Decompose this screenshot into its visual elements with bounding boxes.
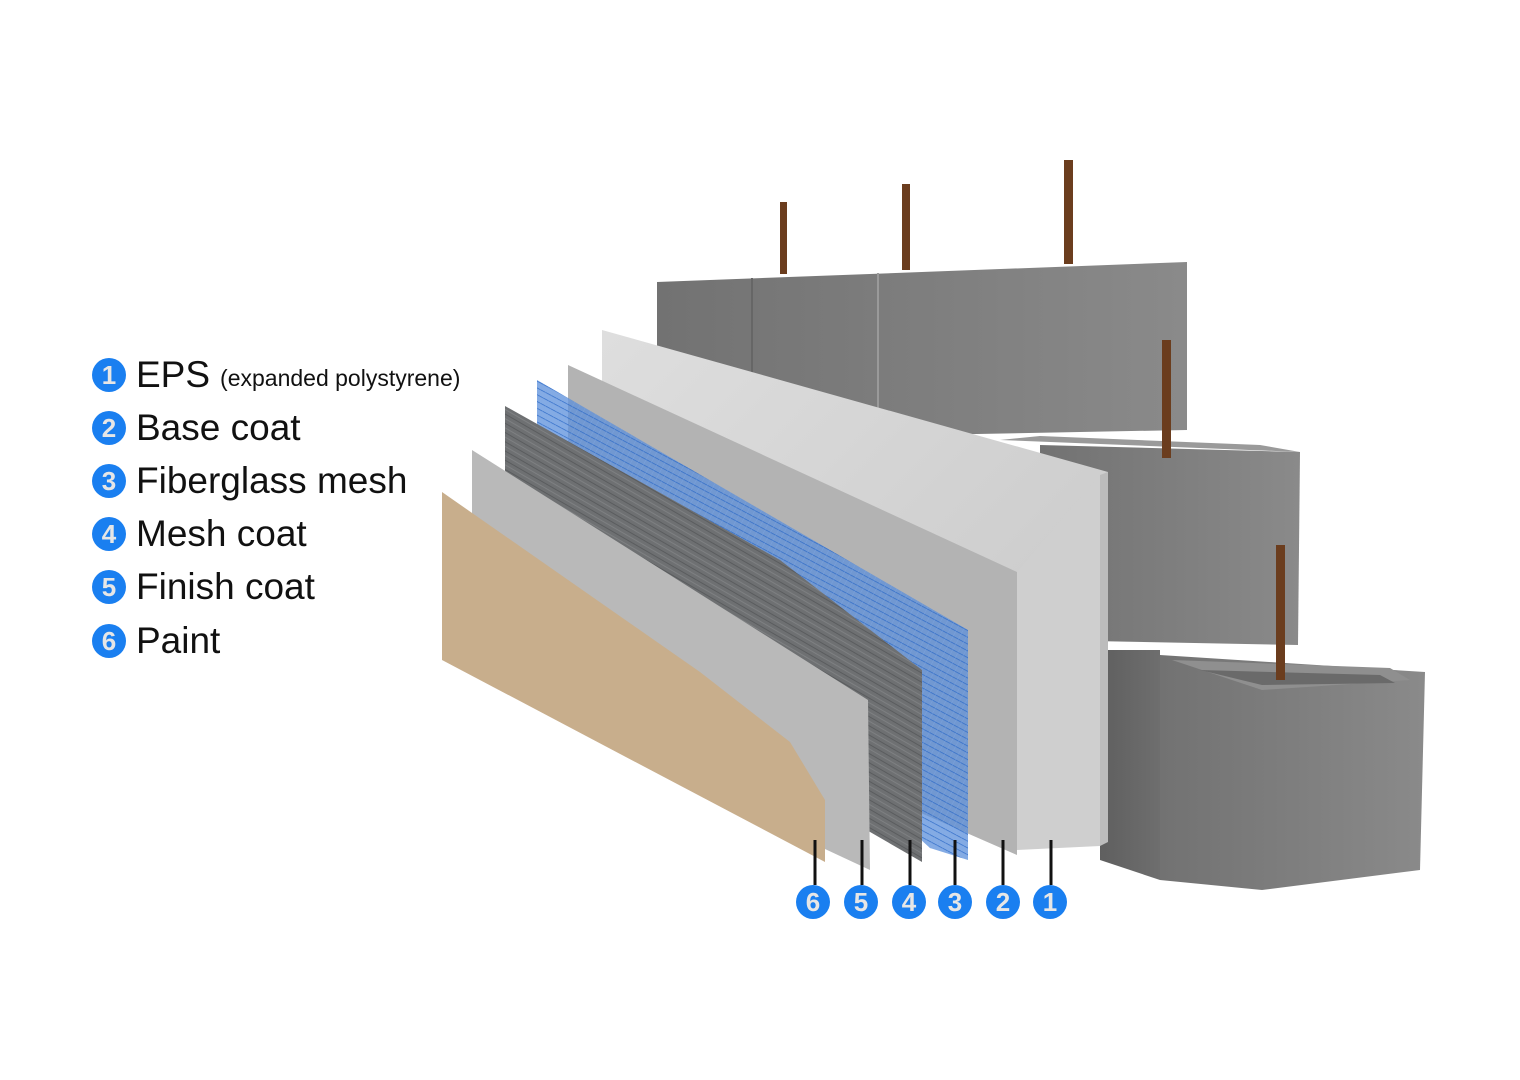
rebar (780, 202, 787, 274)
rebar (902, 184, 910, 270)
legend-item-fiberglass-mesh: 3 Fiberglass mesh (92, 458, 407, 504)
rebar (1276, 545, 1285, 680)
legend-item-base-coat: 2 Base coat (92, 405, 301, 451)
layer-paint (442, 492, 825, 862)
callout-badge-5: 5 (844, 885, 878, 919)
concrete-block-bottom-side (1100, 650, 1160, 880)
callout-badge-4: 4 (892, 885, 926, 919)
legend-label: Fiberglass mesh (136, 460, 408, 501)
legend-item-eps: 1 EPS (expanded polystyrene) (92, 352, 460, 398)
legend-label: Base coat (136, 407, 301, 448)
callout-badge-1: 1 (1033, 885, 1067, 919)
callout-badge-3: 3 (938, 885, 972, 919)
callout-leaders (813, 840, 1053, 885)
number-badge: 4 (92, 517, 126, 551)
number-badge: 5 (92, 570, 126, 604)
concrete-block-bottom (1160, 655, 1425, 890)
legend-item-paint: 6 Paint (92, 618, 220, 664)
callout-badge-2: 2 (986, 885, 1020, 919)
legend-item-finish-coat: 5 Finish coat (92, 564, 315, 610)
callout-badge-6: 6 (796, 885, 830, 919)
legend-note: (expanded polystyrene) (220, 364, 461, 391)
rebar (1064, 160, 1073, 264)
legend-label: Mesh coat (136, 513, 307, 554)
legend-label: Paint (136, 620, 221, 661)
rebars (780, 160, 1285, 680)
number-badge: 2 (92, 411, 126, 445)
legend-item-mesh-coat: 4 Mesh coat (92, 511, 307, 557)
legend-label: Finish coat (136, 566, 315, 607)
legend-label: EPS (136, 354, 211, 395)
number-badge: 3 (92, 464, 126, 498)
rebar (1162, 340, 1171, 458)
number-badge: 1 (92, 358, 126, 392)
number-badge: 6 (92, 624, 126, 658)
